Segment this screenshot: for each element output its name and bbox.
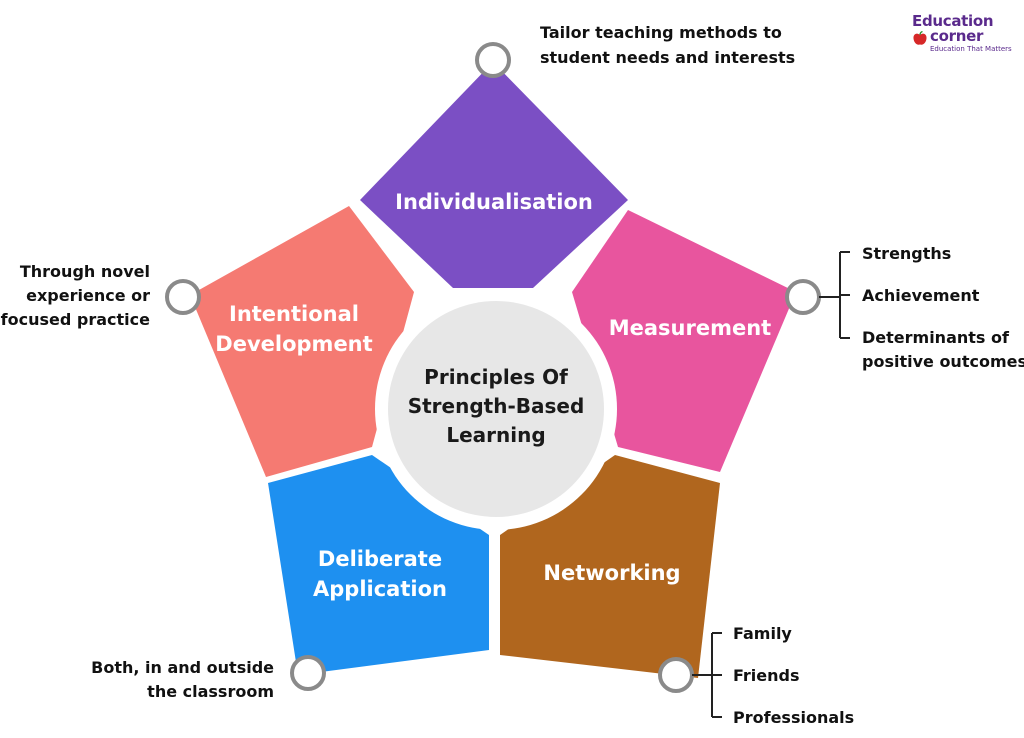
apple-icon [913,31,927,45]
segment-individualisation [360,62,628,288]
segment-measurement [572,210,796,472]
center-title-line2: Strength-Based [408,394,585,418]
measurement-item-strengths: Strengths [862,244,951,263]
label-intentional-line2: Development [215,332,372,356]
measurement-bracket [819,251,850,339]
annotation-bottom-left-line1: Both, in and outside [91,658,274,677]
node-top [475,42,511,78]
center-title-line3: Learning [446,423,545,447]
annotation-top-line1: Tailor teaching methods to [540,23,782,42]
logo-text-line1: Education [912,12,994,30]
measurement-item-achievement: Achievement [862,286,980,305]
networking-item-family: Family [733,624,792,643]
annotation-bottom-left-line2: the classroom [147,682,274,701]
networking-item-professionals: Professionals [733,708,854,727]
measurement-item-determinants: Determinants of [862,328,1010,347]
label-networking: Networking [543,561,680,585]
center-circle [388,301,604,517]
label-deliberate-line1: Deliberate [318,547,442,571]
label-measurement: Measurement [609,316,771,340]
logo-text-line2: corner [930,27,984,45]
annotation-top-line2: student needs and interests [540,48,795,67]
node-right [785,279,821,315]
node-left [165,279,201,315]
node-bottom-left [290,655,326,691]
center-title-line1: Principles Of [424,365,568,389]
networking-bracket [692,632,722,718]
annotation-left-line2: experience or [26,286,150,305]
networking-item-friends: Friends [733,666,800,685]
education-corner-logo: Education corner Education That Matters [898,10,1016,60]
logo-tagline: Education That Matters [930,45,1012,53]
segment-intentional-development [190,206,414,477]
annotation-left-line3: focused practice [1,310,150,329]
label-intentional-line1: Intentional [229,302,359,326]
label-individualisation: Individualisation [395,190,593,214]
node-bottom-right [658,657,694,693]
annotation-left-line1: Through novel [20,262,150,281]
measurement-item-positive-outcomes: positive outcomes [862,352,1024,371]
label-deliberate-line2: Application [313,577,447,601]
